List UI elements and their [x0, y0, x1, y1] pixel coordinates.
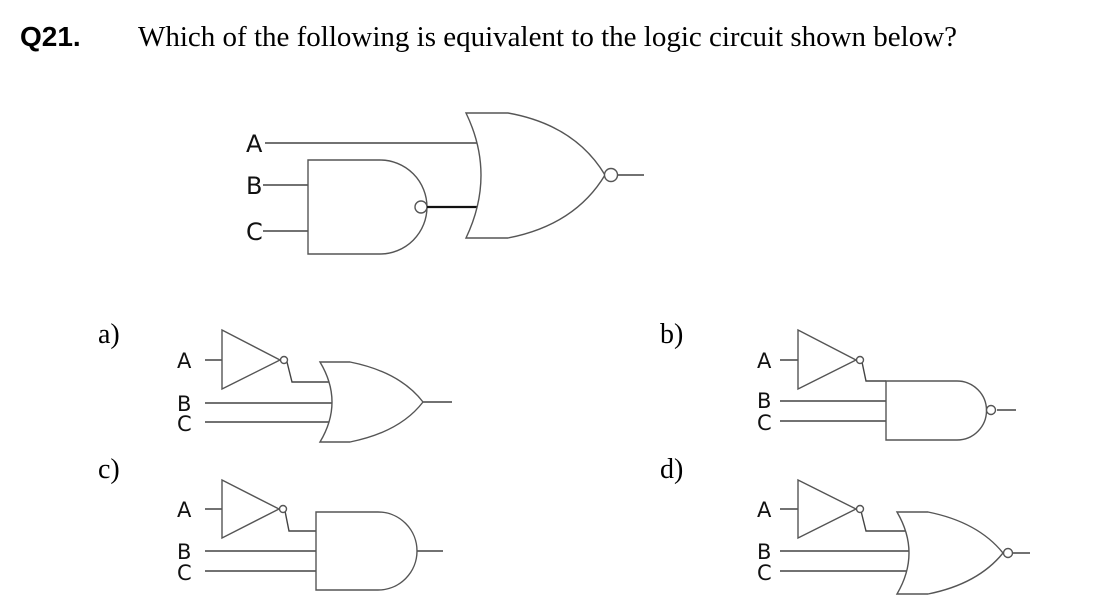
main-circuit: A B C: [246, 112, 644, 255]
not-gate: [797, 328, 858, 391]
option-d-circuit[interactable]: A B C: [757, 478, 1030, 595]
input-label-c: C: [757, 561, 772, 585]
input-label-b: B: [246, 172, 262, 200]
input-label-a: A: [757, 498, 772, 522]
input-label-a: A: [177, 498, 192, 522]
input-label-b: B: [757, 389, 771, 413]
input-label-c: C: [177, 561, 192, 585]
option-c-label: c): [98, 454, 120, 485]
option-c-circuit[interactable]: A B C: [177, 478, 443, 591]
not-bubble: [855, 355, 865, 365]
nand-gate: [885, 380, 988, 441]
input-label-c: C: [757, 411, 772, 435]
input-label-a: A: [757, 349, 772, 373]
nand-bubble: [414, 200, 428, 214]
option-b-label: b): [660, 319, 683, 350]
input-label-b: B: [177, 540, 191, 564]
question-text: Which of the following is equivalent to …: [138, 21, 957, 53]
not-bubble: [278, 504, 288, 514]
nor-bubble: [1002, 547, 1014, 559]
nand-gate: [307, 159, 428, 255]
question-number: Q21.: [20, 21, 81, 52]
nand-bubble: [985, 404, 997, 416]
not-gate: [221, 478, 281, 540]
or-gate: [318, 361, 424, 443]
and-gate: [315, 511, 418, 591]
not-bubble: [855, 504, 865, 514]
option-d-label: d): [660, 454, 683, 485]
option-a-label: a): [98, 319, 120, 350]
not-bubble: [279, 355, 289, 365]
input-wires: [263, 142, 482, 232]
not-gate: [221, 328, 282, 391]
input-label-a: A: [177, 349, 192, 373]
nor-gate: [895, 511, 1004, 595]
input-label-c: C: [177, 412, 192, 436]
not-gate: [797, 478, 858, 540]
option-b-circuit[interactable]: A B C: [757, 328, 1016, 441]
input-label-b: B: [757, 540, 771, 564]
nor-bubble: [603, 167, 619, 183]
option-a-circuit[interactable]: A B C: [177, 328, 452, 443]
input-label-c: C: [246, 218, 263, 246]
input-label-a: A: [246, 130, 263, 158]
nor-gate: [464, 112, 606, 239]
input-label-b: B: [177, 392, 191, 416]
